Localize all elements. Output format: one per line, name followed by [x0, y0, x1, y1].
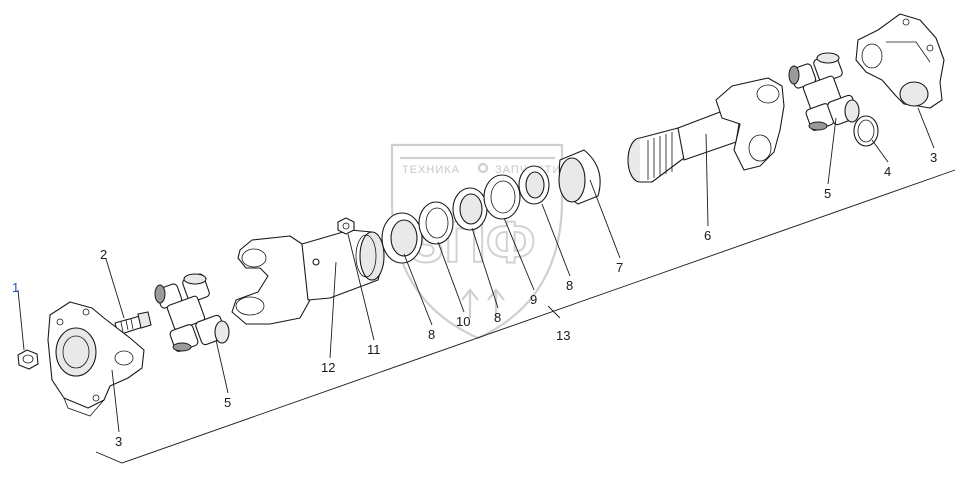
callout-6: 6	[704, 228, 711, 243]
callout-13: 13	[556, 328, 570, 343]
callout-10: 10	[456, 314, 470, 329]
callout-5-left: 5	[224, 395, 231, 410]
part-3-flange-right	[855, 13, 945, 109]
callout-7: 7	[616, 260, 623, 275]
callout-5-right: 5	[824, 186, 831, 201]
part-8-ring-c	[518, 165, 550, 205]
part-6-splined-shaft	[627, 77, 785, 183]
callout-3-right: 3	[930, 150, 937, 165]
part-9-ring	[483, 174, 521, 220]
callout-2: 2	[100, 247, 107, 262]
wheat-icon	[461, 288, 505, 318]
part-8-ring-a	[381, 212, 423, 264]
gear-icon	[477, 162, 489, 174]
callout-8-third: 8	[566, 278, 573, 293]
callout-11: 11	[367, 342, 381, 357]
part-3-flange-left	[47, 301, 145, 417]
part-1-nut	[17, 349, 39, 370]
watermark-text-left: ТЕХНИКА	[402, 164, 460, 176]
assembly-bracket-13	[95, 169, 956, 464]
callout-9: 9	[530, 292, 537, 307]
part-4-snap-ring	[853, 115, 879, 147]
callout-8-second: 8	[494, 310, 501, 325]
callout-12: 12	[321, 360, 335, 375]
part-8-ring-b	[452, 187, 488, 231]
part-5-cross-right	[788, 52, 860, 131]
part-12-yoke-sleeve	[231, 229, 385, 325]
callout-8-first: 8	[428, 327, 435, 342]
part-11-grease-fitting	[337, 217, 355, 235]
callout-4: 4	[884, 164, 891, 179]
part-5-cross-left	[154, 273, 230, 352]
part-7-boot	[558, 149, 601, 205]
callout-1: 1	[12, 280, 19, 295]
callout-labels: 1 2 3 5 12 11 8 10 8 9 8 7 13 6 5 4 3	[12, 150, 937, 449]
part-10-ring	[418, 201, 454, 245]
part-2-bolt	[114, 311, 152, 336]
callout-3-left: 3	[115, 434, 122, 449]
leader-lines	[17, 107, 935, 433]
